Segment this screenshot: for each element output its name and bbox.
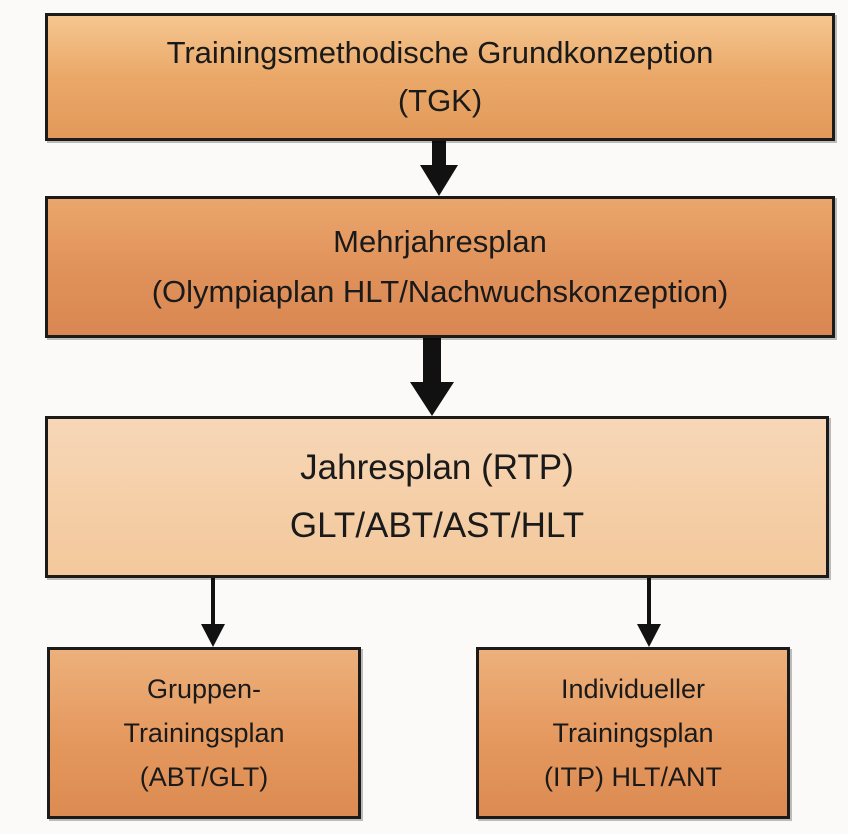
arrow-mehrjahresplan-to-jahresplan [410, 338, 454, 416]
node-gruppen-trainingsplan: Gruppen- Trainingsplan (ABT/GLT) [47, 647, 361, 819]
node-individueller-trainingsplan: Individueller Trainingsplan (ITP) HLT/AN… [476, 647, 790, 819]
node-tgk-line-2: (TGK) [397, 83, 483, 118]
node-individueller-line-1: Individueller [560, 674, 706, 704]
node-tgk: Trainingsmethodische Grundkonzeption (TG… [45, 13, 835, 141]
node-gruppen-line-1: Gruppen- [146, 674, 262, 704]
arrow-jahresplan-to-individueller [637, 578, 661, 647]
node-mehrjahresplan-line-1: Mehrjahresplan [333, 224, 547, 259]
node-mehrjahresplan: Mehrjahresplan (Olympiaplan HLT/Nachwuch… [45, 196, 835, 338]
node-gruppen-line-3: (ABT/GLT) [139, 762, 269, 792]
node-jahresplan-line-2: GLT/ABT/AST/HLT [289, 506, 585, 545]
node-individueller-line-3: (ITP) HLT/ANT [544, 762, 722, 792]
node-jahresplan-line-1: Jahresplan (RTP) [300, 448, 574, 487]
node-gruppen-line-2: Trainingsplan [123, 718, 285, 748]
node-tgk-line-1: Trainingsmethodische Grundkonzeption [166, 35, 714, 70]
node-individueller-line-2: Trainingsplan [552, 718, 714, 748]
node-mehrjahresplan-line-2: (Olympiaplan HLT/Nachwuchskonzeption) [151, 274, 729, 309]
node-jahresplan: Jahresplan (RTP) GLT/ABT/AST/HLT [45, 416, 829, 578]
arrow-jahresplan-to-gruppen [201, 578, 225, 647]
arrow-tgk-to-mehrjahresplan [420, 141, 458, 196]
